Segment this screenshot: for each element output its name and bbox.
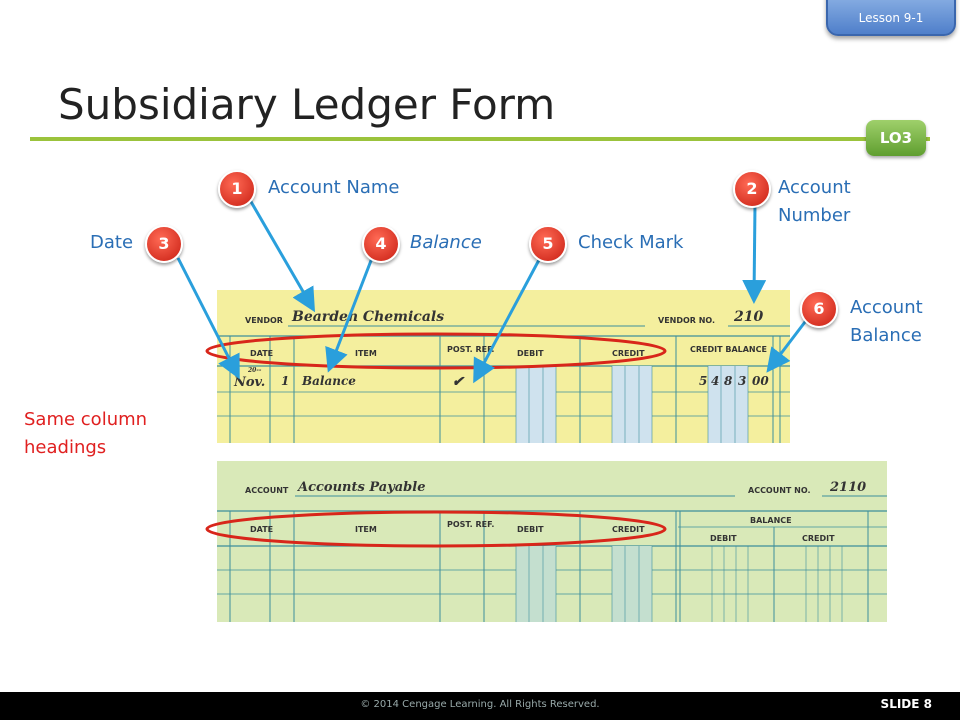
footer-bar: [0, 692, 960, 720]
account-header-balance-credit: CREDIT: [802, 534, 835, 543]
arrow-check-mark: [473, 257, 542, 384]
entry-day: 1: [281, 374, 289, 388]
callout-1-label: Account Name: [268, 177, 400, 198]
vendor-header-date: DATE: [250, 349, 273, 358]
learning-objective-badge: LO3: [866, 120, 926, 156]
callout-4-label: Balance: [410, 232, 482, 253]
vendor-header-debit: DEBIT: [517, 349, 544, 358]
entry-post-ref-check: ✔: [452, 374, 465, 390]
account-no-label: ACCOUNT NO.: [748, 486, 811, 495]
account-header-date: DATE: [250, 525, 273, 534]
vendor-label: VENDOR: [245, 316, 283, 325]
callout-6: 6: [800, 290, 838, 328]
same-column-headings-note: Same column headings: [24, 409, 148, 458]
callout-4: 4: [362, 225, 400, 263]
entry-year: 20--: [247, 367, 262, 374]
heading-highlight-ellipse: [205, 510, 667, 548]
arrow-account-number: [742, 203, 767, 304]
vendor-header-credit-balance: CREDIT BALANCE: [690, 345, 767, 354]
balance-digit: 5: [699, 374, 707, 388]
vendor-header-credit: CREDIT: [612, 349, 645, 358]
callout-1: 1: [218, 170, 256, 208]
vendor-no-label: VENDOR NO.: [658, 316, 715, 325]
arrow-account-balance: [766, 317, 810, 373]
callout-2: 2: [733, 170, 771, 208]
callout-2-label: Account Number: [778, 177, 851, 226]
balance-digit: 8: [724, 374, 733, 388]
arrow-balance: [325, 257, 374, 373]
arrow-date: [176, 257, 240, 380]
account-header-balance: BALANCE: [750, 516, 792, 525]
callout-5-label: Check Mark: [578, 232, 684, 253]
slide-title: Subsidiary Ledger Form: [58, 80, 556, 129]
account-header-credit: CREDIT: [612, 525, 645, 534]
balance-digit: 4: [711, 374, 719, 388]
callout-3-label: Date: [90, 232, 134, 253]
heading-highlight-ellipse: [205, 332, 667, 370]
callout-3: 3: [145, 225, 183, 263]
entry-month: Nov.: [233, 375, 265, 390]
account-ledger-form: ACCOUNT Accounts Payable ACCOUNT NO. 211…: [217, 461, 887, 622]
entry-item: Balance: [301, 374, 356, 388]
account-label: ACCOUNT: [245, 486, 289, 495]
account-header-balance-debit: DEBIT: [710, 534, 737, 543]
slide-number: SLIDE 8: [880, 697, 932, 711]
arrow-account-name: [248, 199, 316, 313]
vendor-header-item: ITEM: [355, 349, 377, 358]
account-header-item: ITEM: [355, 525, 377, 534]
callout-5: 5: [529, 225, 567, 263]
vendor-header-post-ref: POST. REF.: [447, 345, 494, 354]
vendor-name: Bearden Chemicals: [291, 309, 444, 325]
copyright-text: © 2014 Cengage Learning. All Rights Rese…: [360, 699, 600, 710]
balance-cents: 00: [752, 374, 769, 388]
title-underline: [30, 137, 930, 141]
vendor-number: 210: [733, 309, 763, 325]
account-number: 2110: [829, 480, 866, 495]
balance-digit: 3: [738, 374, 746, 388]
lesson-tab: Lesson 9-1: [826, 0, 956, 36]
callout-6-label: Account Balance: [850, 297, 923, 346]
account-name: Accounts Payable: [296, 480, 425, 495]
account-header-post-ref: POST. REF.: [447, 520, 494, 529]
account-header-debit: DEBIT: [517, 525, 544, 534]
